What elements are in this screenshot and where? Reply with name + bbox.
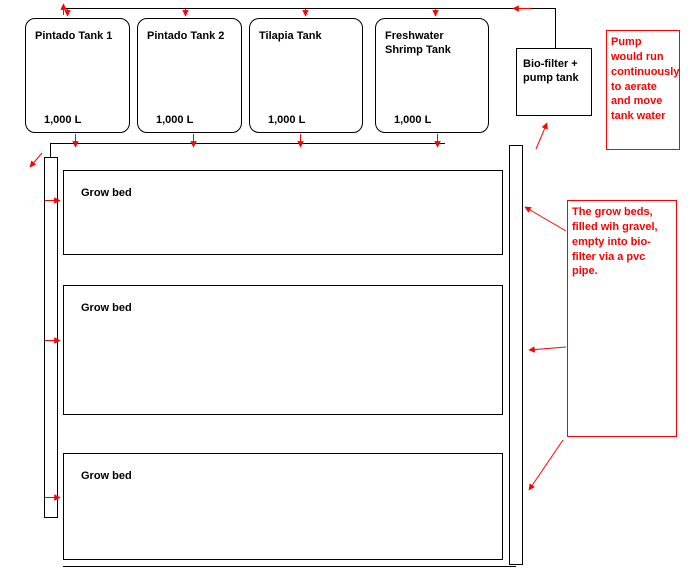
arrow-note-to-bed-1-icon xyxy=(524,206,567,232)
tank-label: Pintado Tank 1 xyxy=(35,30,113,42)
tank-volume: 1,000 L xyxy=(394,114,432,126)
biofilter-label: Bio-filter + pump tank xyxy=(523,58,579,85)
grow-bed-label: Grow bed xyxy=(81,302,132,314)
grow-bed-2: Grow bed xyxy=(63,285,503,415)
flow-arrows xyxy=(29,3,567,501)
grow-bed-label: Grow bed xyxy=(81,470,132,482)
tank-freshwater-shrimp: Freshwater Shrimp Tank 1,000 L xyxy=(375,18,489,133)
biofilter-pump-tank: Bio-filter + pump tank xyxy=(516,48,592,116)
note-grow-beds-text: The grow beds, filled wih gravel, empty … xyxy=(572,206,658,278)
tank-label: Freshwater Shrimp Tank xyxy=(385,30,451,57)
right-collection-pipe xyxy=(509,145,523,565)
grow-bed-3: Grow bed xyxy=(63,453,503,560)
tank-volume: 1,000 L xyxy=(156,114,194,126)
left-distribution-pipe xyxy=(44,157,58,518)
tank-tilapia: Tilapia Tank 1,000 L xyxy=(249,18,363,133)
arrow-note-to-bed-2-icon xyxy=(528,346,567,353)
tank-label: Pintado Tank 2 xyxy=(147,30,225,42)
grow-bed-1: Grow bed xyxy=(63,170,503,255)
tank-label: Tilapia Tank xyxy=(259,30,322,42)
tank-pintado-2: Pintado Tank 2 1,000 L xyxy=(137,18,242,133)
tank-volume: 1,000 L xyxy=(268,114,306,126)
note-pump-text: Pump would run continuously to aerate an… xyxy=(611,36,680,123)
tank-pintado-1: Pintado Tank 1 1,000 L xyxy=(25,18,130,133)
arrow-to-biofilter-icon xyxy=(535,122,548,150)
note-pump: Pump would run continuously to aerate an… xyxy=(606,30,680,150)
arrow-into-left-pipe-icon xyxy=(29,152,43,168)
grow-bed-label: Grow bed xyxy=(81,187,132,199)
note-grow-beds: The grow beds, filled wih gravel, empty … xyxy=(567,200,677,437)
tank-volume: 1,000 L xyxy=(44,114,82,126)
arrow-note-to-bed-3-icon xyxy=(528,439,564,491)
